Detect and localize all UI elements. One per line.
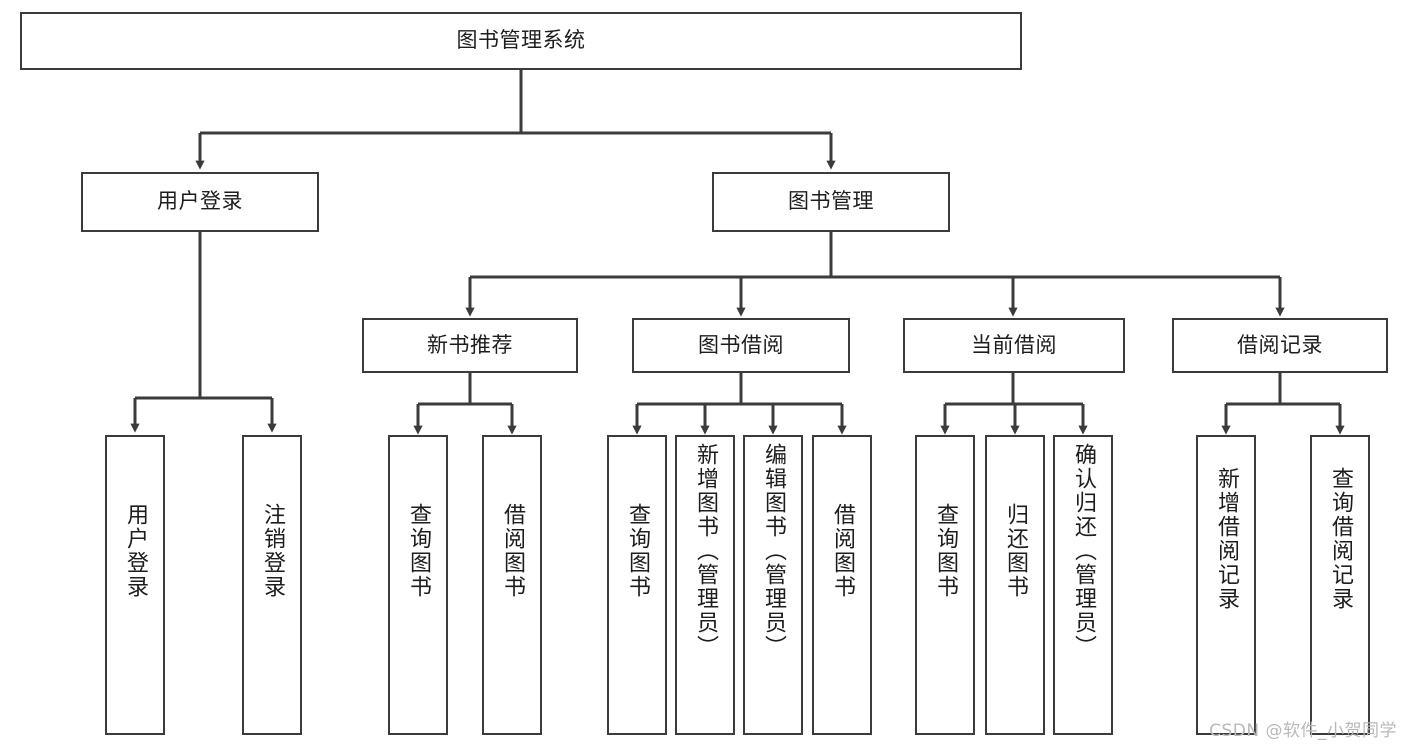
leaf-book-borrow-add[interactable]: 新增图书（管理员） — [675, 435, 735, 735]
leaf-borrow-record-query[interactable]: 查询借阅记录 — [1310, 435, 1370, 735]
leaf-current-borrow-return-label: 归还图书 — [1002, 503, 1028, 599]
node-new-book-recommend-label: 新书推荐 — [427, 332, 513, 357]
leaf-current-borrow-confirm[interactable]: 确认归还（管理员） — [1053, 435, 1113, 735]
node-user-login[interactable]: 用户登录 — [81, 172, 319, 232]
node-book-borrow-label: 图书借阅 — [698, 332, 784, 357]
node-new-book-recommend[interactable]: 新书推荐 — [362, 318, 578, 373]
leaf-book-borrow-borrow[interactable]: 借阅图书 — [812, 435, 872, 735]
watermark-text: CSDN @软件_小贺同学 — [1209, 721, 1397, 741]
leaf-new-book-borrow[interactable]: 借阅图书 — [482, 435, 542, 735]
leaf-current-borrow-confirm-label: 确认归还（管理员） — [1070, 443, 1096, 659]
node-borrow-record-label: 借阅记录 — [1237, 332, 1323, 357]
leaf-user-login-login-label: 用户登录 — [122, 503, 148, 599]
node-book-borrow[interactable]: 图书借阅 — [632, 318, 850, 373]
leaf-book-borrow-edit[interactable]: 编辑图书（管理员） — [743, 435, 803, 735]
leaf-book-borrow-query-label: 查询图书 — [624, 503, 650, 599]
node-book-management[interactable]: 图书管理 — [712, 172, 950, 232]
leaf-borrow-record-query-label: 查询借阅记录 — [1327, 467, 1353, 611]
node-current-borrow-label: 当前借阅 — [971, 332, 1057, 357]
leaf-user-login-logout-label: 注销登录 — [259, 503, 285, 599]
leaf-new-book-borrow-label: 借阅图书 — [499, 503, 525, 599]
node-book-management-label: 图书管理 — [788, 189, 874, 214]
leaf-new-book-query-label: 查询图书 — [405, 503, 431, 599]
leaf-current-borrow-query[interactable]: 查询图书 — [915, 435, 975, 735]
leaf-book-borrow-query[interactable]: 查询图书 — [607, 435, 667, 735]
leaf-new-book-query[interactable]: 查询图书 — [388, 435, 448, 735]
leaf-user-login-logout[interactable]: 注销登录 — [242, 435, 302, 735]
node-borrow-record[interactable]: 借阅记录 — [1172, 318, 1388, 373]
node-root-label: 图书管理系统 — [456, 28, 586, 53]
node-root[interactable]: 图书管理系统 — [20, 12, 1022, 70]
leaf-book-borrow-borrow-label: 借阅图书 — [829, 503, 855, 599]
node-user-login-label: 用户登录 — [157, 189, 243, 214]
leaf-borrow-record-add[interactable]: 新增借阅记录 — [1196, 435, 1256, 735]
leaf-borrow-record-add-label: 新增借阅记录 — [1213, 467, 1239, 611]
leaf-book-borrow-edit-label: 编辑图书（管理员） — [760, 443, 786, 659]
node-current-borrow[interactable]: 当前借阅 — [903, 318, 1125, 373]
leaf-current-borrow-query-label: 查询图书 — [932, 503, 958, 599]
leaf-book-borrow-add-label: 新增图书（管理员） — [692, 443, 718, 659]
leaf-user-login-login[interactable]: 用户登录 — [105, 435, 165, 735]
leaf-current-borrow-return[interactable]: 归还图书 — [985, 435, 1045, 735]
